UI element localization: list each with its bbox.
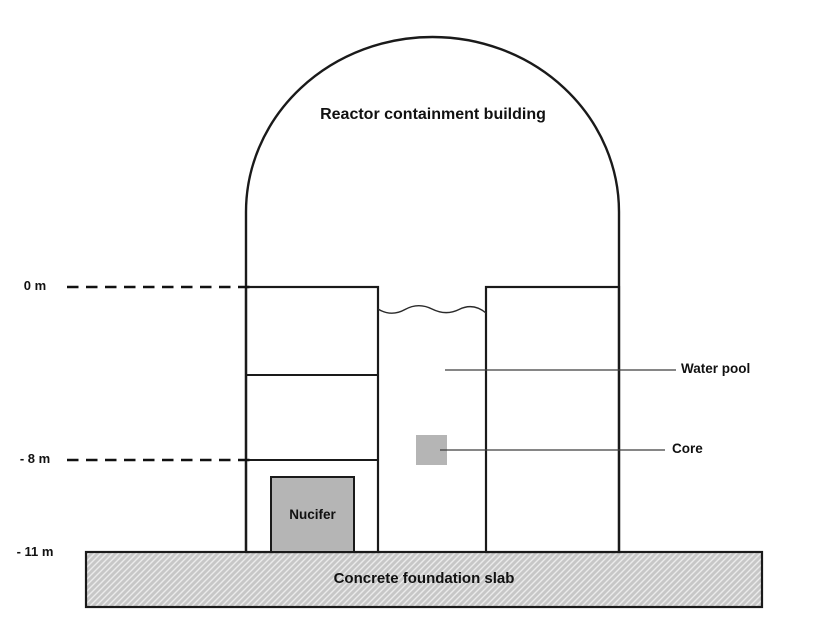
nucifer-detector-box: [270, 476, 355, 553]
elevation-label-0m: 0 m: [23, 278, 47, 293]
building-title: Reactor containment building: [320, 106, 546, 123]
elevation-label-minus11m: - 11 m: [16, 544, 54, 559]
water-surface-wave: [377, 304, 487, 314]
foundation-slab-label: Concrete foundation slab: [333, 570, 515, 587]
core-label: Core: [672, 441, 703, 456]
elevation-label-minus8m: - 8 m: [19, 451, 51, 466]
foundation-slab: [84, 550, 764, 609]
containment-building-outline: [244, 35, 621, 552]
water-pool-label: Water pool: [681, 361, 751, 376]
right-shield-structure: [484, 285, 621, 554]
nucifer-label: Nucifer: [289, 507, 336, 522]
